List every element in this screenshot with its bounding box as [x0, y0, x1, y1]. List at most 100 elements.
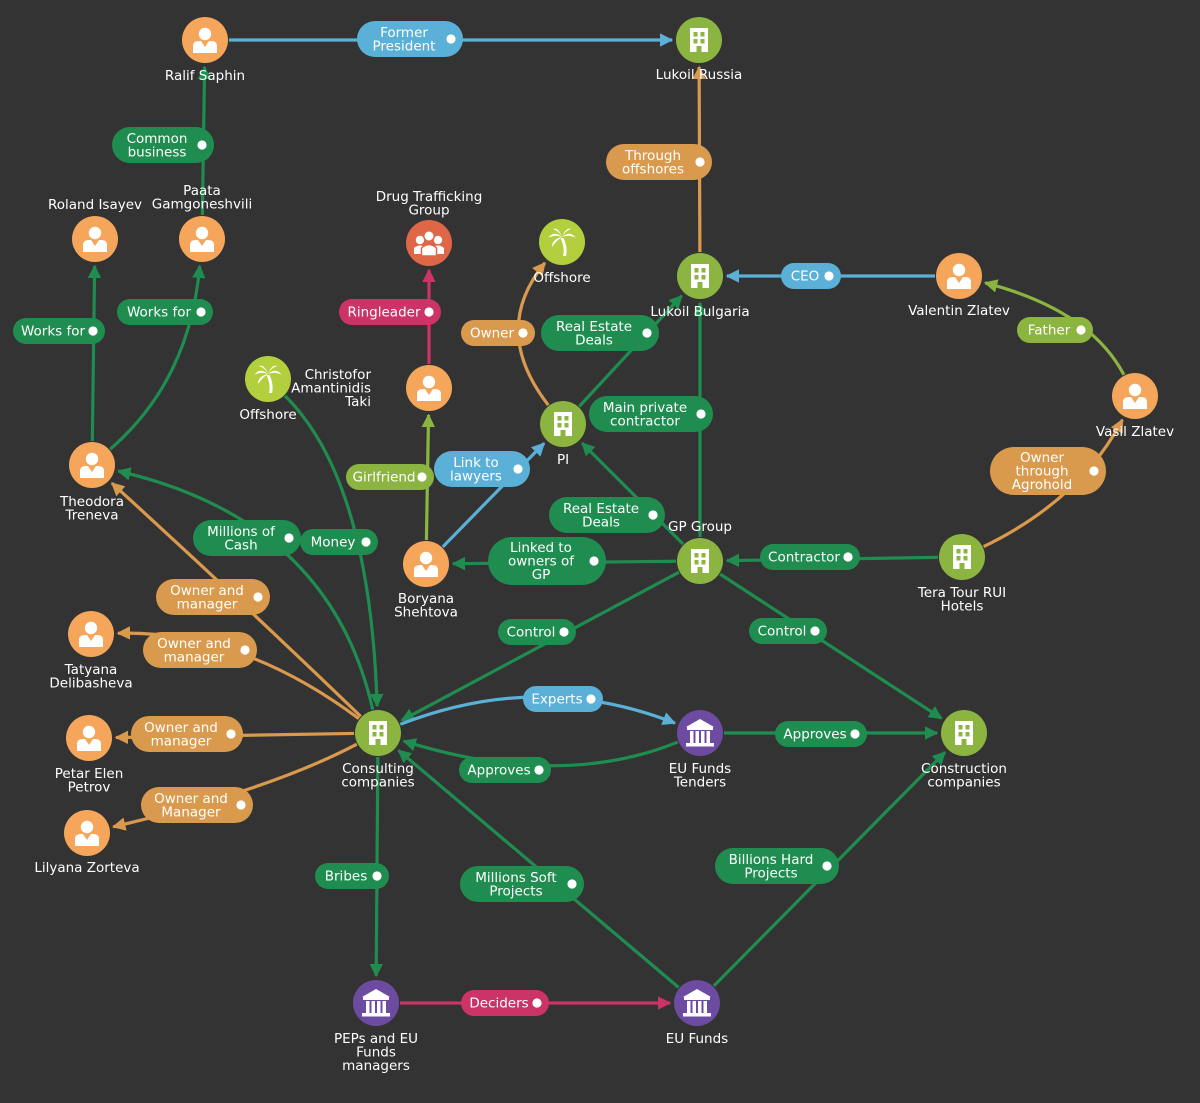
edge-label-dot — [822, 861, 832, 871]
edge-experts[interactable]: Experts — [399, 686, 677, 726]
edge-label[interactable]: Bribes — [315, 863, 389, 889]
edge-label[interactable]: Control — [749, 618, 827, 644]
edge-label[interactable]: Control — [498, 619, 576, 645]
edge-label[interactable]: Ringleader — [339, 299, 441, 325]
node-label: Taki — [344, 394, 371, 410]
edge-label[interactable]: Experts — [523, 686, 603, 712]
edge-label[interactable]: Money — [300, 529, 378, 555]
node-lukoil-bg[interactable]: Lukoil Bulgaria — [650, 253, 750, 320]
node-gp-group[interactable]: GP Group — [668, 519, 732, 584]
node-valentin[interactable]: Valentin Zlatev — [908, 253, 1010, 319]
edge-label-pill — [193, 520, 301, 556]
edge-line — [87, 264, 102, 442]
edge-label[interactable]: Girlfriend — [346, 464, 434, 490]
edge-label[interactable]: Deciders — [461, 990, 549, 1016]
edge-ringleader[interactable]: Ringleader — [339, 268, 441, 364]
edge-label[interactable]: Contractor — [760, 544, 860, 570]
node-offshore-left[interactable]: Offshore — [239, 356, 297, 423]
edge-label[interactable]: Approves — [775, 721, 867, 747]
node-lukoil-russia[interactable]: Lukoil Russia — [656, 17, 743, 83]
node-lilyana[interactable]: Lilyana Zorteva — [34, 810, 140, 876]
edge-label-dot — [648, 510, 658, 520]
edge-works-for-paata[interactable]: Works for — [109, 264, 213, 451]
node-ralif[interactable]: Ralif Saphin — [165, 17, 245, 84]
edge-girlfriend[interactable]: Girlfriend — [346, 413, 436, 541]
edge-bribes[interactable]: Bribes — [315, 756, 389, 978]
edge-label[interactable]: Owner — [461, 320, 535, 346]
edge-label[interactable]: CEO — [781, 263, 841, 289]
edge-label[interactable]: Father — [1017, 317, 1093, 343]
node-offshore-top[interactable]: Offshore — [533, 219, 591, 286]
edge-father[interactable]: Father — [983, 279, 1126, 376]
edge-label[interactable]: Works for — [117, 299, 213, 325]
edge-approves-consulting[interactable]: Approves — [402, 738, 679, 783]
node-vasil[interactable]: Vasil Zlatev — [1096, 373, 1174, 440]
edge-label-text: manager — [151, 733, 212, 749]
edge-owner-offshore[interactable]: Owner — [461, 261, 550, 407]
edge-label[interactable]: Approves — [459, 757, 551, 783]
edge-approves-construction[interactable]: Approves — [724, 721, 939, 747]
edge-deciders[interactable]: Deciders — [400, 990, 672, 1016]
node-label: Tenders — [673, 775, 726, 791]
edge-label-pill — [300, 529, 378, 555]
node-roland[interactable]: Roland Isayev — [48, 197, 142, 262]
node-pi[interactable]: PI — [540, 401, 586, 468]
edge-control-consulting[interactable]: Control — [400, 570, 680, 722]
edge-label-text: Deals — [582, 514, 620, 530]
edge-label[interactable]: Works for — [13, 318, 105, 344]
edge-control-construction[interactable]: Control — [719, 572, 943, 720]
edge-contractor[interactable]: Contractor — [725, 544, 939, 570]
edge-ceo[interactable]: CEO — [725, 263, 935, 289]
edge-label-text: Experts — [531, 692, 582, 708]
node-eu-funds[interactable]: EU Funds — [666, 980, 728, 1047]
edge-label-text: Projects — [744, 865, 797, 881]
edge-label-text: offshores — [622, 161, 684, 177]
edge-money[interactable]: Money — [283, 394, 384, 708]
edge-works-for-roland[interactable]: Works for — [13, 264, 105, 442]
